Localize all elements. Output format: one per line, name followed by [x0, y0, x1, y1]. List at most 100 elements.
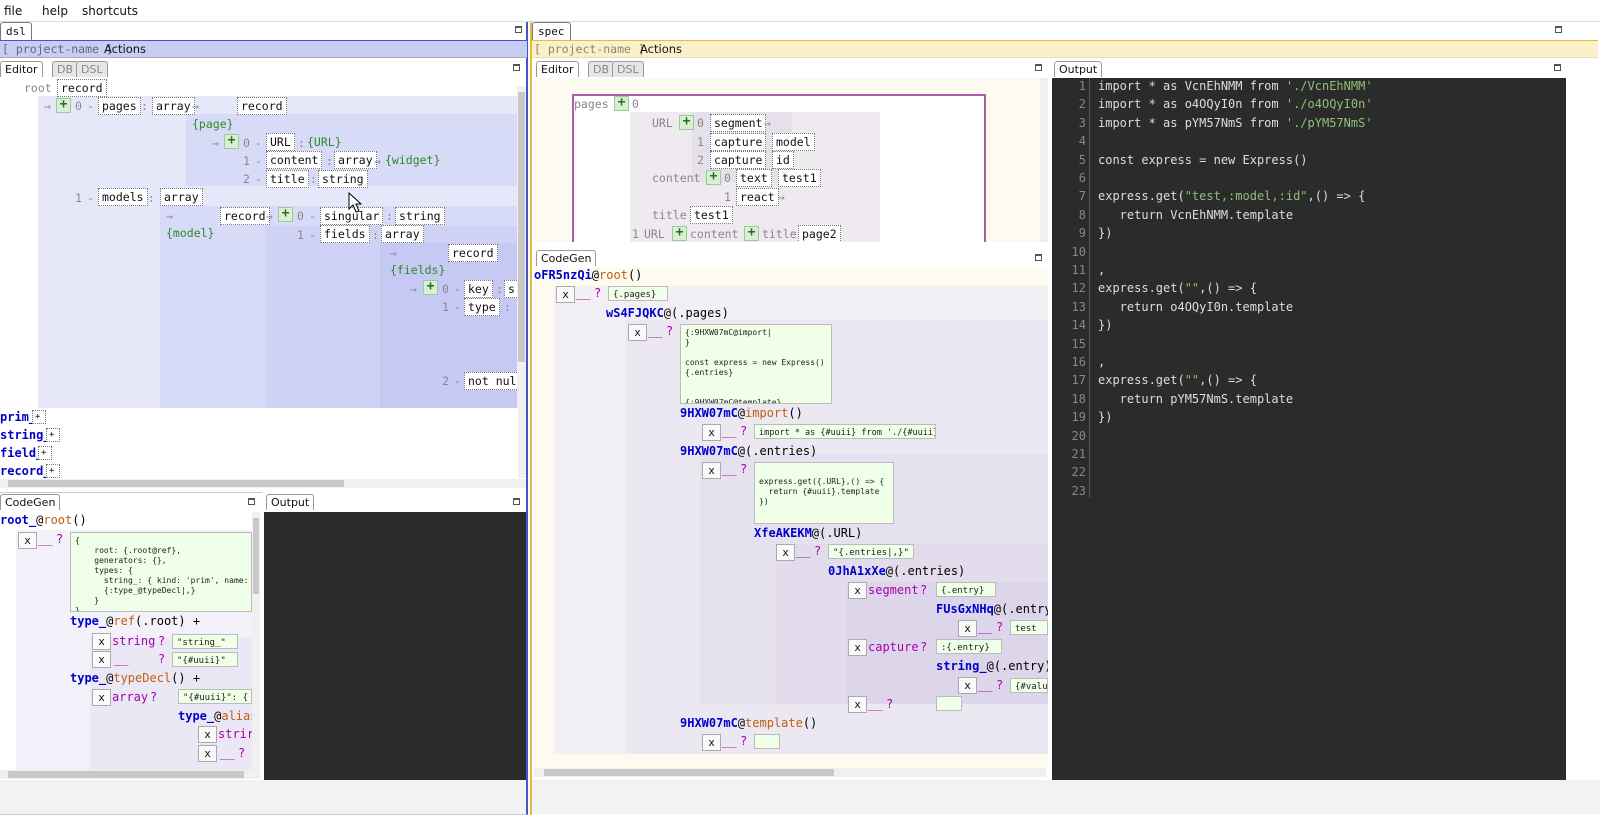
add-icon[interactable]: +: [672, 226, 687, 241]
tab-spec[interactable]: spec: [532, 22, 571, 40]
add-icon[interactable]: +: [56, 98, 71, 113]
type-box[interactable]: record: [57, 79, 107, 97]
template-box[interactable]: "string_": [172, 634, 238, 649]
url-entries-function[interactable]: 0JhA1xXe@(.entries): [828, 564, 966, 578]
remove-case-button[interactable]: x: [556, 286, 575, 303]
project-name[interactable]: [ project-name ]: [2, 42, 113, 56]
field-name-box[interactable]: singular: [320, 207, 384, 225]
field-name-box[interactable]: models: [98, 188, 148, 206]
field-name-box[interactable]: URL: [266, 133, 295, 151]
template-box[interactable]: "{#uuii}": [172, 652, 238, 667]
remove-case-button[interactable]: x: [92, 633, 111, 650]
value-box[interactable]: react: [736, 188, 779, 206]
type-item[interactable]: string_: [0, 428, 51, 442]
tab-codegen[interactable]: CodeGen: [0, 494, 61, 510]
codegen-scrollbar[interactable]: [252, 512, 260, 770]
case-pattern[interactable]: __: [114, 652, 129, 666]
tab-dsl[interactable]: dsl: [0, 22, 32, 40]
type-box[interactable]: record: [220, 207, 270, 225]
root-function[interactable]: root_@root(): [0, 513, 87, 527]
case-pattern[interactable]: __: [868, 697, 883, 711]
remove-case-button[interactable]: x: [848, 696, 867, 713]
value-box[interactable]: test1: [690, 206, 733, 224]
maximize-icon[interactable]: [1035, 254, 1042, 261]
template-function[interactable]: 9HXW07mC@template(): [680, 716, 818, 730]
type-item[interactable]: field_: [0, 446, 44, 460]
case-pattern[interactable]: __: [722, 424, 737, 438]
remove-case-button[interactable]: x: [198, 745, 217, 762]
remove-case-button[interactable]: x: [18, 532, 37, 549]
tab-output[interactable]: Output: [1054, 61, 1103, 77]
maximize-icon[interactable]: [1035, 64, 1042, 71]
menu-help[interactable]: help: [42, 4, 68, 18]
pages-function[interactable]: wS4FJQKC@(.pages): [606, 306, 729, 320]
tab-dsl-inner[interactable]: DSL: [612, 61, 644, 77]
tab-codegen[interactable]: CodeGen: [536, 250, 597, 266]
string-entry-function[interactable]: string_@(.entry): [936, 659, 1048, 673]
type-box[interactable]: array: [152, 97, 195, 115]
tab-output[interactable]: Output: [266, 494, 315, 510]
add-type-button[interactable]: +: [46, 428, 60, 442]
add-icon[interactable]: +: [423, 280, 438, 295]
value-box[interactable]: test1: [778, 169, 821, 187]
field-name-box[interactable]: title: [266, 170, 309, 188]
spec-editor-scrollbar[interactable]: [1040, 78, 1048, 242]
case-pattern[interactable]: __: [722, 462, 737, 476]
remove-case-button[interactable]: x: [92, 651, 111, 668]
add-icon[interactable]: +: [278, 207, 293, 222]
add-icon[interactable]: +: [744, 226, 759, 241]
type-item[interactable]: prim_: [0, 410, 37, 424]
add-type-button[interactable]: +: [46, 464, 60, 478]
type-box[interactable]: array: [160, 188, 203, 206]
type-alias-function[interactable]: type_@alias: [178, 709, 252, 723]
case-pattern[interactable]: __: [978, 678, 993, 692]
template-box[interactable]: {:9HXW07mC@import| } const express = new…: [680, 324, 832, 404]
entries-function[interactable]: 9HXW07mC@(.entries): [680, 444, 818, 458]
case-pattern[interactable]: __: [648, 324, 663, 338]
template-box[interactable]: "{#uuii}": { ki: [178, 689, 252, 704]
field-name-box[interactable]: not null: [464, 372, 518, 390]
tab-editor[interactable]: Editor: [0, 61, 43, 77]
remove-case-button[interactable]: x: [702, 734, 721, 751]
case-pattern[interactable]: array: [112, 690, 149, 704]
maximize-icon[interactable]: [515, 26, 522, 33]
tab-editor[interactable]: Editor: [536, 61, 579, 77]
type-box[interactable]: string: [318, 170, 368, 188]
case-pattern[interactable]: segment: [868, 583, 919, 597]
maximize-icon[interactable]: [513, 498, 520, 505]
url-function[interactable]: XfeAKEKM@(.URL): [754, 526, 863, 540]
template-box[interactable]: {.pages}: [608, 286, 668, 301]
case-pattern[interactable]: __: [38, 532, 53, 546]
type-ref-function[interactable]: type_@ref(.root) +: [70, 614, 201, 628]
add-icon[interactable]: +: [706, 170, 721, 185]
template-box[interactable]: [936, 696, 962, 711]
scroll-thumb[interactable]: [544, 769, 834, 776]
field-name-box[interactable]: content: [266, 151, 323, 169]
value-box[interactable]: page2: [798, 225, 841, 242]
scroll-thumb[interactable]: [518, 92, 525, 362]
template-box[interactable]: import * as {#uuii} from './{#uuii}': [754, 424, 936, 439]
root-function[interactable]: oFR5nzQi@root(): [534, 268, 643, 282]
remove-case-button[interactable]: x: [92, 689, 111, 706]
add-icon[interactable]: +: [679, 115, 694, 130]
maximize-icon[interactable]: [1555, 26, 1562, 33]
value-box[interactable]: model: [772, 133, 815, 151]
case-pattern[interactable]: __: [220, 746, 235, 760]
scroll-thumb[interactable]: [8, 480, 344, 487]
case-pattern[interactable]: __: [722, 734, 737, 748]
template-box[interactable]: "{.entries|,}": [828, 544, 914, 559]
maximize-icon[interactable]: [1554, 64, 1561, 71]
remove-case-button[interactable]: x: [628, 324, 647, 341]
type-decl-function[interactable]: type_@typeDecl() +: [70, 671, 201, 685]
field-name-box[interactable]: fields: [320, 225, 370, 243]
template-box[interactable]: {#value}: [1010, 678, 1048, 693]
add-icon[interactable]: +: [614, 96, 629, 111]
actions-label[interactable]: Actions: [104, 42, 147, 56]
type-box[interactable]: string: [395, 207, 445, 225]
type-box[interactable]: s: [504, 280, 518, 298]
remove-case-button[interactable]: x: [848, 639, 867, 656]
remove-case-button[interactable]: x: [702, 462, 721, 479]
case-pattern[interactable]: __: [576, 286, 591, 300]
type-box[interactable]: record: [448, 244, 498, 262]
template-box[interactable]: {.entry}: [936, 582, 996, 597]
